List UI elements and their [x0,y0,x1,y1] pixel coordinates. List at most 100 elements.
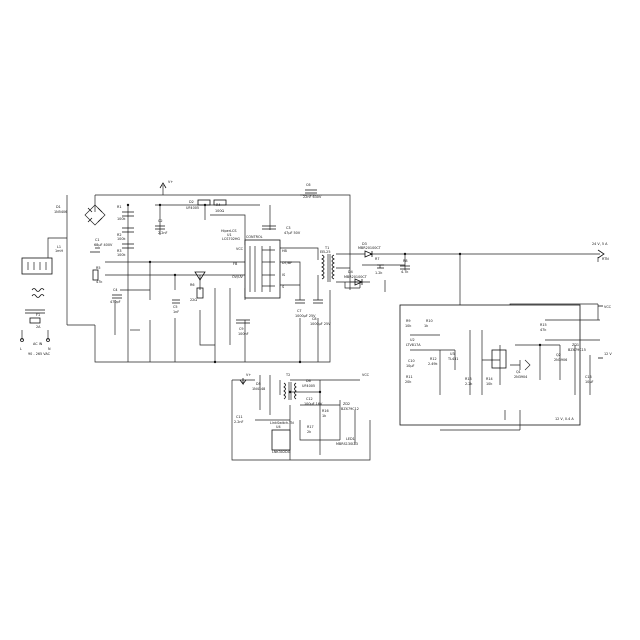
c9-value: 100nF [238,332,249,336]
d3-value: MBR20100CT [358,246,382,250]
primary-wires [66,194,351,363]
q2-ref: Q2 [556,353,561,357]
c13-value: 10µF [585,380,593,384]
d2-ref: D2 [189,200,194,204]
r14-ref: R14 [486,377,493,381]
ac-l-label: L [20,347,22,351]
ic-part: LCS702HG [222,237,240,241]
l1-value: 1mH [55,249,63,253]
ic-ref: U1 [227,233,232,237]
u3-part: TL431 [447,357,458,361]
t2-ref: T2 [285,373,290,377]
r17-value: 2k [307,430,311,434]
r6-value: 22Ω [190,298,197,302]
r10-ref: R10 [426,319,433,323]
c6-ref: C6 [306,183,311,187]
vplus-label: V+ [168,180,173,184]
r4-value: 100Ω [215,209,224,213]
u2-ref: U2 [410,338,415,342]
c12-value: 100µF 16V [304,402,323,406]
zd2-ref: ZD2 [343,402,350,406]
c12-ref: C12 [306,397,313,401]
t1-part: EEL25 [320,250,331,254]
transformer-t1: T1 EEL25 [320,246,335,282]
r11-ref: R11 [406,375,413,379]
f1-value: 2A [36,325,41,329]
d4-ref: D4 [348,270,353,274]
vcc-label: VCC [604,305,612,309]
main-output-label: 24 V, 5 A [592,242,608,246]
pin-vcc: VCC [236,247,244,251]
pin-s: S [282,285,284,289]
c1-ref: C1 [95,238,100,242]
d5-ref: D5 [256,382,261,386]
c6-value: 22nF 630V [303,195,322,199]
c7-value: 1000µF 25V [295,314,316,318]
c4-value: 470pF [110,300,121,304]
d6-ref: D6 [306,379,311,383]
r8-ref: R8 [403,259,408,263]
c7-ref: C7 [297,309,302,313]
aux-output-rating: 12 V, 0.4 A [555,417,574,421]
q1-part: 2N3904 [514,375,527,379]
primary-components: R1 100k R2 100k R3 100k C2 2.2nF D2 UF40… [90,183,331,336]
d5-value: 1N4148 [252,387,265,391]
r1-value: 100k [117,217,125,221]
c2-ref: C2 [158,219,163,223]
zd1-value: BZX79C15 [568,348,586,352]
c10-value: 10µF [406,364,414,368]
d4-value: MBR20100CT [344,275,368,279]
r16-value: 1k [322,414,326,418]
led-ref: LED1 [346,437,355,441]
c8-ref: C8 [312,317,317,321]
output-rectifiers: D3 MBR20100CT D4 MBR20100CT R7 1.2k R8 4… [344,242,609,286]
c5-ref: C5 [173,305,178,309]
q1-ref: Q1 [516,370,521,374]
r15-ref: R15 [540,323,547,327]
r4-ref: R4 [216,203,221,207]
c10-ref: C10 [408,359,415,363]
r5-ref: R5 [96,266,101,270]
pin-ov: OV/UV [232,275,244,279]
r2-ref: R2 [117,233,122,237]
r13-value: 2.2k [465,382,472,386]
bridge-rectifier [87,207,103,223]
r12-ref: R12 [430,357,437,361]
pin-dt: DT/BF [282,261,292,265]
c13-ref: C13 [585,375,592,379]
led-value: MBRS130LT3 [336,442,358,446]
f1-ref: F1 [36,313,40,317]
r5-value: 47k [96,280,102,284]
ac-range-label: 90 - 265 VAC [28,352,51,356]
zd2-value: BZX79C12 [341,407,359,411]
pin-is: IS [282,273,285,277]
r11-value: 20k [405,380,411,384]
d1-value: 1N5406 [54,210,67,214]
r9-value: 10k [405,324,411,328]
ac-n-label: N [48,347,51,351]
c4-ref: C4 [113,288,118,292]
c8-value: 1000µF 25V [310,322,331,326]
zd1-ref: ZD1 [572,343,579,347]
r13-ref: R13 [465,377,472,381]
d3-ref: D3 [362,242,367,246]
c9-ref: C9 [239,327,244,331]
u2-part: LTV817A [406,343,421,347]
ic-block-label: CONTROL [246,235,263,239]
r3-value: 100k [117,253,125,257]
r2-value: 100k [117,237,125,241]
junction-dots [126,203,542,394]
c2-value: 2.2nF [158,231,168,235]
d6-value: UF4005 [302,384,315,388]
d2-value: UF4005 [186,206,199,210]
u4-name: LinkSwitch-TN [270,421,294,425]
r12-value: 2.49k [428,362,438,366]
r16-ref: R16 [322,409,329,413]
aux-supply: V+ D5 1N4148 T2 C11 2.2nF LinkSwitch-TN … [231,373,371,461]
r6-ref: R6 [190,283,195,287]
u4-ref: U4 [276,425,281,429]
r1-ref: R1 [117,205,122,209]
q2-part: 2N3906 [554,358,567,362]
c1-value: 68µF 400V [94,243,113,247]
